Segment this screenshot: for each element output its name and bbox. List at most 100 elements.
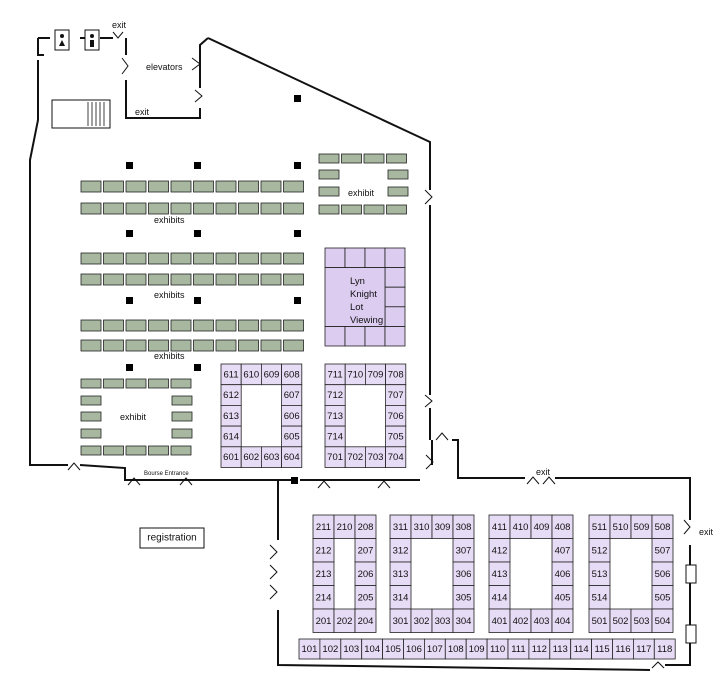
booth[interactable]: 606	[281, 404, 303, 427]
booth[interactable]: 707	[385, 384, 407, 406]
booth[interactable]: 603	[260, 446, 282, 468]
booth[interactable]: 106	[403, 638, 425, 660]
booth[interactable]: 605	[281, 425, 303, 448]
booth[interactable]: 301	[389, 608, 412, 633]
booth[interactable]: 703	[364, 446, 386, 468]
booth[interactable]: 213	[312, 561, 335, 586]
booth[interactable]: 409	[530, 514, 553, 539]
booth[interactable]: 312	[389, 538, 412, 563]
booth[interactable]: 206	[354, 561, 377, 586]
booth[interactable]: 105	[382, 638, 404, 660]
booth[interactable]: 701	[324, 446, 346, 468]
booth[interactable]: 501	[588, 608, 611, 633]
booth[interactable]: 103	[340, 638, 363, 660]
booth[interactable]: 503	[630, 608, 653, 633]
booth[interactable]: 708	[385, 363, 407, 386]
booth[interactable]: 102	[319, 638, 342, 660]
booth[interactable]: 512	[588, 538, 611, 563]
booth[interactable]: 608	[281, 363, 303, 386]
booth[interactable]: 310	[410, 514, 433, 539]
booth[interactable]: 309	[431, 514, 454, 539]
booth[interactable]: 711	[324, 363, 346, 386]
booth[interactable]: 115	[591, 638, 613, 660]
booth[interactable]: 710	[344, 363, 366, 386]
booth[interactable]: 314	[389, 585, 412, 610]
booth[interactable]: 401	[488, 608, 511, 633]
booth[interactable]: 313	[389, 561, 412, 586]
booth[interactable]: 114	[570, 638, 593, 660]
booth[interactable]: 513	[588, 561, 611, 586]
booth[interactable]: 601	[220, 446, 242, 468]
booth[interactable]: 207	[354, 538, 377, 563]
booth[interactable]: 702	[344, 446, 366, 468]
booth[interactable]: 510	[609, 514, 632, 539]
booth[interactable]: 602	[240, 446, 262, 468]
booth[interactable]: 505	[651, 585, 674, 610]
booth[interactable]: 311	[389, 514, 412, 539]
booth[interactable]: 101	[298, 638, 321, 660]
booth[interactable]: 113	[549, 638, 572, 660]
booth[interactable]: 201	[312, 608, 335, 633]
booth[interactable]: 614	[220, 425, 242, 448]
booth[interactable]: 302	[410, 608, 433, 633]
booth[interactable]: 514	[588, 585, 611, 610]
booth[interactable]: 205	[354, 585, 377, 610]
booth[interactable]: 607	[281, 384, 303, 406]
booth[interactable]: 413	[488, 561, 511, 586]
booth[interactable]: 406	[551, 561, 574, 586]
booth[interactable]: 509	[630, 514, 653, 539]
booth[interactable]: 305	[452, 585, 475, 610]
booth[interactable]: 118	[653, 638, 676, 660]
booth[interactable]: 404	[551, 608, 574, 633]
booth[interactable]: 403	[530, 608, 553, 633]
booth[interactable]: 116	[612, 638, 634, 660]
booth[interactable]: 109	[465, 638, 488, 660]
booth[interactable]: 112	[528, 638, 551, 660]
booth[interactable]: 405	[551, 585, 574, 610]
booth[interactable]: 609	[260, 363, 282, 386]
booth[interactable]: 104	[361, 638, 384, 660]
booth[interactable]: 111	[507, 638, 530, 660]
booth[interactable]: 208	[354, 514, 377, 539]
booth[interactable]: 507	[651, 538, 674, 563]
booth[interactable]: 704	[385, 446, 407, 468]
booth[interactable]: 706	[385, 404, 407, 427]
booth[interactable]: 204	[354, 608, 377, 633]
booth[interactable]: 308	[452, 514, 475, 539]
booth[interactable]: 411	[488, 514, 511, 539]
booth[interactable]: 306	[452, 561, 475, 586]
booth[interactable]: 202	[333, 608, 356, 633]
booth[interactable]: 611	[220, 363, 242, 386]
booth[interactable]: 303	[431, 608, 454, 633]
booth[interactable]: 108	[444, 638, 467, 660]
booth[interactable]: 212	[312, 538, 335, 563]
booth[interactable]: 412	[488, 538, 511, 563]
booth[interactable]: 511	[588, 514, 611, 539]
booth[interactable]: 705	[385, 425, 407, 448]
booth[interactable]: 504	[651, 608, 674, 633]
booth[interactable]: 713	[324, 404, 346, 427]
booth[interactable]: 712	[324, 384, 346, 406]
booth[interactable]: 410	[509, 514, 532, 539]
booth[interactable]: 117	[633, 638, 655, 660]
booth[interactable]: 414	[488, 585, 511, 610]
booth[interactable]: 214	[312, 585, 335, 610]
booth[interactable]: 110	[486, 638, 509, 660]
booth[interactable]: 508	[651, 514, 674, 539]
booth[interactable]: 709	[364, 363, 386, 386]
booth[interactable]: 304	[452, 608, 475, 633]
booth[interactable]: 714	[324, 425, 346, 448]
booth[interactable]: 610	[240, 363, 262, 386]
booth[interactable]: 502	[609, 608, 632, 633]
booth[interactable]: 307	[452, 538, 475, 563]
booth[interactable]: 506	[651, 561, 674, 586]
booth[interactable]: 107	[423, 638, 446, 660]
booth[interactable]: 604	[281, 446, 303, 468]
booth[interactable]: 613	[220, 404, 242, 427]
booth[interactable]: 210	[333, 514, 356, 539]
booth[interactable]: 612	[220, 384, 242, 406]
booth[interactable]: 211	[312, 514, 335, 539]
booth[interactable]: 407	[551, 538, 574, 563]
booth[interactable]: 402	[509, 608, 532, 633]
booth[interactable]: 408	[551, 514, 574, 539]
